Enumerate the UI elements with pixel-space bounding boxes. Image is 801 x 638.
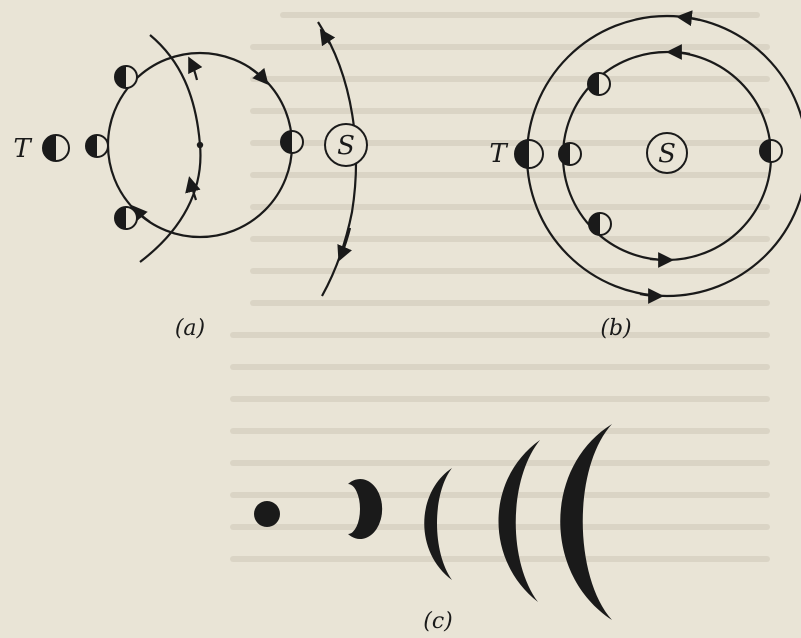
- orbit-arrow-icon: [666, 44, 691, 60]
- phase-crescent: [498, 440, 540, 602]
- orbit-arrow-icon: [639, 288, 664, 304]
- earth-label: T: [13, 134, 32, 164]
- orbit-arrow-icon: [649, 252, 674, 268]
- moon-symbol: [558, 142, 582, 166]
- panel-caption: (b): [600, 316, 631, 341]
- panel-c: (c): [254, 424, 612, 634]
- moon-symbol: [280, 130, 304, 154]
- phase-crescent: [560, 424, 612, 620]
- sun-symbol: [324, 123, 368, 167]
- orbit-arrow-icon: [131, 204, 151, 223]
- earth-label: T: [489, 139, 508, 169]
- earth-path-arrow-icon: [185, 176, 201, 201]
- moon-symbol: [114, 206, 138, 230]
- earth-center-dot: [196, 141, 204, 149]
- earth-symbol: [42, 134, 70, 162]
- sun-path-arrow-icon: [319, 28, 336, 47]
- panel-caption: (c): [423, 609, 453, 634]
- sun-label: S: [658, 139, 676, 169]
- earth-symbol: [514, 139, 544, 169]
- phase-gibbous: [348, 479, 383, 539]
- panel-caption: (a): [175, 316, 205, 341]
- moon-symbol: [114, 65, 138, 89]
- moon-symbol: [759, 139, 783, 163]
- orbit-arrow-icon: [676, 10, 701, 27]
- sun-label: S: [337, 131, 355, 161]
- moon-symbol: [588, 212, 612, 236]
- moon-symbol: [587, 72, 611, 96]
- phase-disc: [254, 501, 280, 527]
- panel-b: S T (b): [489, 10, 801, 341]
- sun-symbol: [646, 132, 688, 174]
- panel-a: S T (a): [13, 21, 368, 341]
- phase-crescent: [424, 468, 452, 580]
- orbit-arrow-icon: [249, 67, 269, 86]
- sun-path-curve: [317, 21, 358, 297]
- moon-symbol: [85, 134, 109, 158]
- earth-path-arrow-icon: [188, 56, 203, 81]
- sun-path-arrow-icon: [337, 227, 352, 262]
